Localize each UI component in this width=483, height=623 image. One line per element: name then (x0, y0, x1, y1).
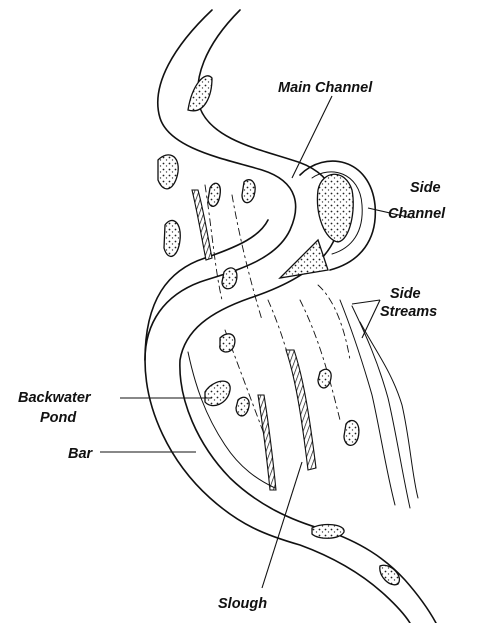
trail-6 (318, 285, 350, 360)
island-triangle (280, 240, 328, 278)
label-backwater-pond-1: Backwater (18, 390, 92, 406)
label-main-channel: Main Channel (278, 80, 373, 96)
island-main-2 (380, 565, 400, 584)
side-stream-1 (340, 300, 395, 505)
island-mid-5 (236, 397, 249, 416)
island-mid-6 (344, 420, 359, 445)
island-mid-1 (208, 183, 220, 206)
label-backwater-pond-2: Pond (40, 410, 77, 426)
label-slough: Slough (218, 596, 267, 612)
slough-strip-1 (286, 350, 316, 470)
side-stream-2 (352, 306, 410, 508)
label-bar: Bar (68, 446, 94, 462)
label-side-streams-2: Streams (380, 304, 437, 320)
island-main-1 (312, 525, 344, 539)
island-mid-2 (242, 180, 255, 203)
leader-side-streams-2 (362, 300, 380, 338)
label-side-streams-1: Side (390, 286, 421, 302)
island-backwater (205, 381, 230, 405)
side-stream-3 (360, 322, 418, 498)
main-channel-bank-right (145, 10, 410, 623)
island-top (188, 76, 212, 111)
slough-strip-2 (258, 395, 276, 490)
leader-slough (262, 462, 302, 588)
island-left-2 (164, 220, 180, 256)
island-side-channel (317, 174, 353, 242)
island-left-1 (158, 155, 178, 189)
trail-1 (232, 195, 262, 320)
label-side-channel-2: Channel (388, 206, 446, 222)
island-mid-3 (222, 268, 237, 289)
island-mid-7 (318, 369, 331, 388)
leader-side-streams-1 (352, 300, 380, 304)
label-side-channel-1: Side (410, 180, 441, 196)
island-mid-4 (220, 334, 235, 352)
